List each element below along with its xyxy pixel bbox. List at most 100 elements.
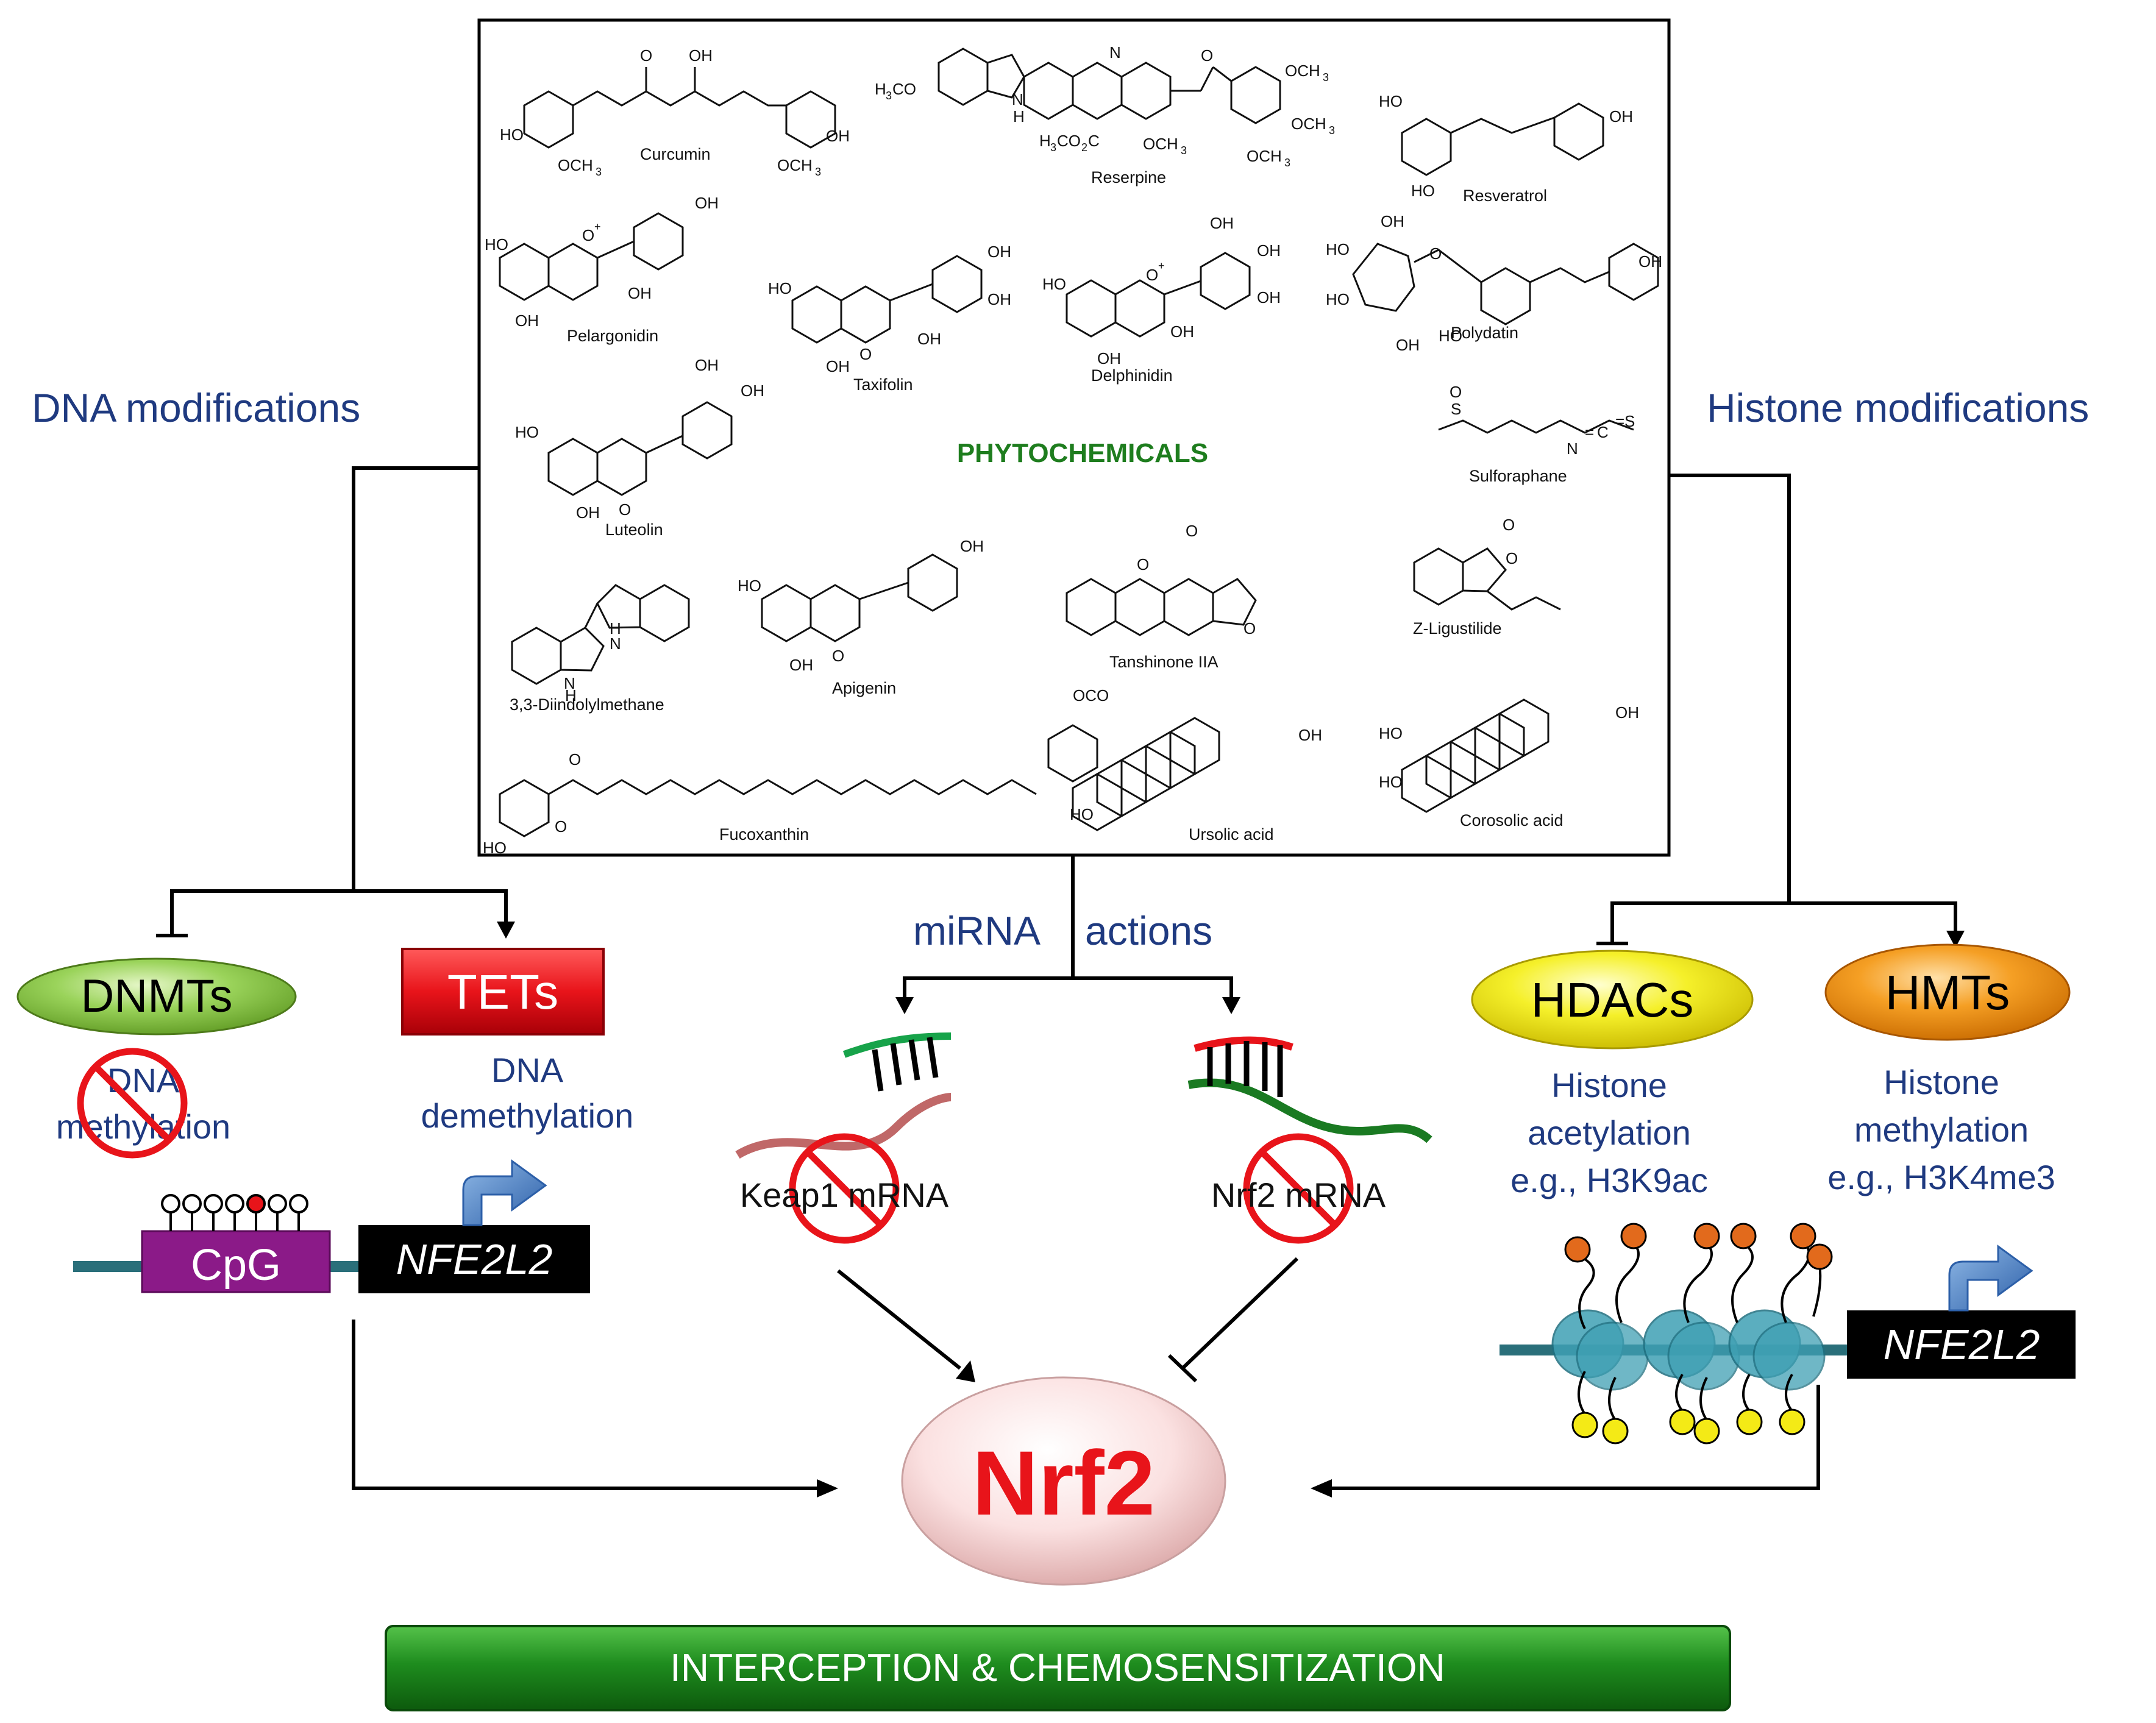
- svg-text:3: 3: [815, 166, 821, 178]
- nucleosomes: [1551, 1309, 1826, 1391]
- cpg-island: [141, 1230, 331, 1293]
- svg-text:O: O: [1506, 549, 1518, 567]
- hdacs-ellipse: [1471, 950, 1754, 1050]
- dnmts-ellipse: [16, 957, 297, 1036]
- hmts-label: HMTs: [1885, 965, 2010, 1020]
- svg-text:CO: CO: [892, 80, 916, 98]
- nrf2-mirna-duplex: [1187, 1036, 1432, 1143]
- ursolic-acid-structure: [1072, 717, 1220, 831]
- compound-names: Curcumin Reserpine Resveratrol Pelargoni…: [510, 145, 1567, 844]
- svg-text:OH: OH: [628, 284, 652, 302]
- histone-tails: [1578, 1242, 1822, 1421]
- compound-name: Tanshinone IIA: [1109, 653, 1219, 671]
- svg-text:O: O: [1186, 522, 1198, 540]
- svg-text:C: C: [1088, 132, 1100, 150]
- svg-text:O: O: [1137, 555, 1149, 574]
- svg-text:O: O: [1450, 383, 1462, 401]
- dna-modifications-label: DNA modifications: [32, 385, 360, 430]
- nrf2-label: Nrf2: [972, 1432, 1155, 1534]
- svg-text:OH: OH: [1638, 252, 1662, 271]
- dna-demethylation-line1: DNA: [491, 1051, 564, 1089]
- compound-name: Curcumin: [640, 145, 711, 163]
- svg-text:OH: OH: [1298, 726, 1322, 744]
- compound-name: 3,3-Diindolylmethane: [510, 695, 664, 714]
- svg-text:3: 3: [1323, 71, 1329, 83]
- svg-text:OH: OH: [1170, 322, 1194, 341]
- mirna-label: miRNA: [913, 908, 1041, 953]
- acetylation-line2: acetylation: [1528, 1114, 1691, 1152]
- no-sign-icon: [1243, 1133, 1354, 1244]
- svg-text:OH: OH: [1257, 288, 1281, 307]
- keap1-mrna-label: Keap1 mRNA: [740, 1176, 949, 1214]
- acetylation-line3: e.g., H3K9ac: [1510, 1161, 1708, 1199]
- svg-text:OH: OH: [515, 311, 539, 330]
- chemical-structures: [499, 48, 1659, 837]
- svg-text:=: =: [1615, 412, 1624, 430]
- svg-text:H: H: [1039, 132, 1051, 150]
- svg-text:OH: OH: [1210, 214, 1234, 232]
- reserpine-structure: [937, 48, 1281, 124]
- hmts-ellipse: [1824, 943, 2071, 1041]
- compound-name: Apigenin: [832, 679, 896, 697]
- svg-text:O: O: [1429, 244, 1442, 263]
- svg-text:HO: HO: [1042, 275, 1066, 293]
- banner-label: INTERCEPTION & CHEMOSENSITIZATION: [670, 1646, 1445, 1689]
- dnmts-label: DNMTs: [80, 970, 232, 1022]
- svg-text:S: S: [1451, 400, 1461, 418]
- svg-text:OH: OH: [987, 290, 1011, 308]
- compound-name: Delphinidin: [1091, 366, 1173, 385]
- svg-text:+: +: [1158, 260, 1165, 272]
- svg-text:O: O: [569, 750, 581, 769]
- compound-name: Taxifolin: [853, 375, 913, 394]
- methylation-line2: methylation: [1854, 1110, 2029, 1149]
- compound-name: Ursolic acid: [1189, 825, 1274, 844]
- svg-text:O: O: [832, 647, 844, 665]
- svg-text:C: C: [1597, 423, 1609, 441]
- svg-text:HO: HO: [1379, 92, 1403, 110]
- svg-text:HO: HO: [1411, 182, 1435, 200]
- no-sign-icon: [789, 1133, 900, 1244]
- svg-text:OH: OH: [689, 46, 713, 65]
- svg-text:3: 3: [1329, 124, 1335, 137]
- svg-text:OH: OH: [826, 127, 850, 145]
- fucoxanthin-structure: [499, 724, 1098, 837]
- svg-text:OH: OH: [1609, 107, 1633, 126]
- svg-text:3: 3: [886, 90, 892, 102]
- keap1-mirna-duplex: [735, 1032, 952, 1159]
- svg-text:N: N: [1567, 439, 1578, 458]
- phytochemicals-title: PHYTOCHEMICALS: [957, 438, 1208, 468]
- svg-text:OCO: OCO: [1073, 686, 1109, 705]
- svg-text:HO: HO: [515, 423, 539, 441]
- svg-text:OCH: OCH: [1285, 62, 1320, 80]
- svg-text:+: +: [594, 221, 601, 233]
- svg-text:HO: HO: [768, 279, 792, 297]
- svg-text:O: O: [859, 345, 872, 363]
- svg-text:N: N: [1109, 43, 1121, 62]
- ligustilide-structure: [1413, 547, 1561, 611]
- tanshinone-structure: [1066, 578, 1257, 636]
- svg-text:HO: HO: [483, 839, 507, 857]
- svg-text:OCH: OCH: [558, 156, 593, 174]
- nfe2l2-label-left: NFE2L2: [396, 1235, 553, 1283]
- compound-name: Reserpine: [1091, 168, 1166, 187]
- no-sign-icon: [77, 1048, 188, 1159]
- acetylation-line1: Histone: [1551, 1066, 1667, 1104]
- compound-name: Fucoxanthin: [719, 825, 809, 844]
- hdacs-label: HDACs: [1531, 973, 1694, 1027]
- svg-text:O: O: [1201, 46, 1213, 65]
- diindolylmethane-structure: [511, 584, 690, 685]
- svg-text:H: H: [1013, 107, 1025, 126]
- svg-text:OH: OH: [741, 382, 764, 400]
- svg-text:O: O: [1243, 619, 1256, 638]
- svg-text:HO: HO: [1326, 240, 1350, 258]
- interception-banner: [385, 1625, 1731, 1711]
- svg-text:OH: OH: [789, 656, 813, 674]
- connector-lines: [156, 466, 1957, 1490]
- tets-label: TETs: [447, 965, 558, 1019]
- curcumin-structure: [523, 67, 836, 149]
- svg-text:3: 3: [1050, 141, 1056, 154]
- svg-text:O: O: [619, 500, 631, 519]
- svg-text:2: 2: [1081, 141, 1087, 154]
